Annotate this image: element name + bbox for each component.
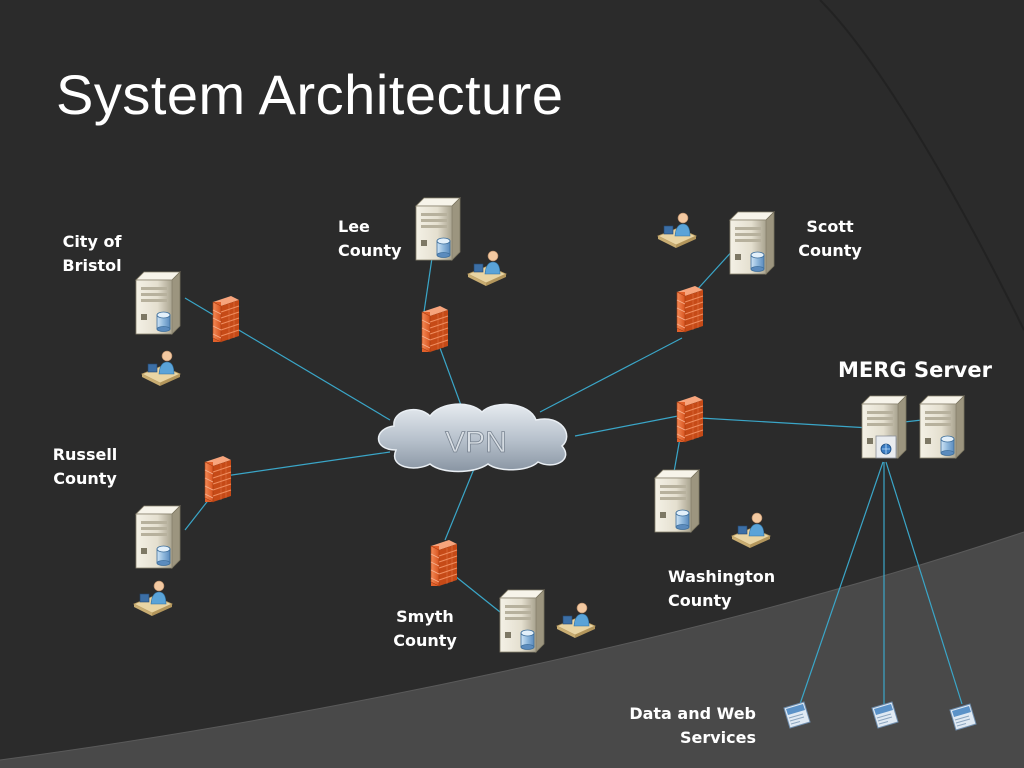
user-icon bbox=[467, 250, 507, 287]
server-icon bbox=[135, 505, 181, 569]
node-label-washington: Washington County bbox=[668, 565, 775, 613]
server-icon bbox=[415, 197, 461, 261]
firewall-icon bbox=[421, 305, 449, 353]
node-label-line: County bbox=[798, 241, 862, 260]
node-label-line: County bbox=[53, 469, 117, 488]
node-label-line: Scott bbox=[806, 217, 854, 236]
node-label-line: Data and Web bbox=[629, 704, 756, 723]
firewall-icon bbox=[204, 455, 232, 503]
background-arc bbox=[819, 0, 1024, 331]
node-label-russell: Russell County bbox=[48, 443, 122, 491]
firewall-icon bbox=[676, 395, 704, 443]
web-server-badge-icon bbox=[875, 435, 897, 459]
merg-server-icon bbox=[919, 395, 965, 459]
node-label-line: County bbox=[668, 591, 732, 610]
user-icon bbox=[141, 350, 181, 387]
node-label-bristol: City of Bristol bbox=[56, 230, 128, 278]
node-label-line: Smyth bbox=[396, 607, 454, 626]
user-icon bbox=[556, 602, 596, 639]
vpn-cloud bbox=[377, 403, 568, 473]
node-label-merg-server: MERG Server bbox=[838, 358, 992, 382]
node-label-smyth: Smyth County bbox=[390, 605, 460, 653]
node-label-line: Bristol bbox=[62, 256, 122, 275]
server-icon bbox=[729, 211, 775, 275]
firewall-icon bbox=[212, 295, 240, 343]
node-label-line: County bbox=[393, 631, 457, 650]
node-label-line: Washington bbox=[668, 567, 776, 586]
server-icon bbox=[654, 469, 700, 533]
node-label-line: City of bbox=[62, 232, 122, 251]
node-label-line: Services bbox=[679, 728, 756, 747]
user-icon bbox=[657, 212, 697, 249]
firewall-icon bbox=[676, 285, 704, 333]
server-icon bbox=[135, 271, 181, 335]
node-label-line: Lee bbox=[338, 217, 370, 236]
node-label-line: Russell bbox=[52, 445, 118, 464]
node-label-lee: Lee County bbox=[338, 215, 402, 263]
background-band bbox=[0, 532, 1024, 768]
node-label-services: Data and Web Services bbox=[600, 702, 756, 750]
vpn-label: VPN bbox=[445, 426, 507, 459]
node-label-line: County bbox=[338, 241, 402, 260]
slide-title: System Architecture bbox=[56, 63, 564, 126]
firewall-icon bbox=[430, 539, 458, 587]
user-icon bbox=[731, 512, 771, 549]
server-icon bbox=[499, 589, 545, 653]
user-icon bbox=[133, 580, 173, 617]
node-label-scott: Scott County bbox=[795, 215, 865, 263]
network-links bbox=[184, 247, 963, 705]
